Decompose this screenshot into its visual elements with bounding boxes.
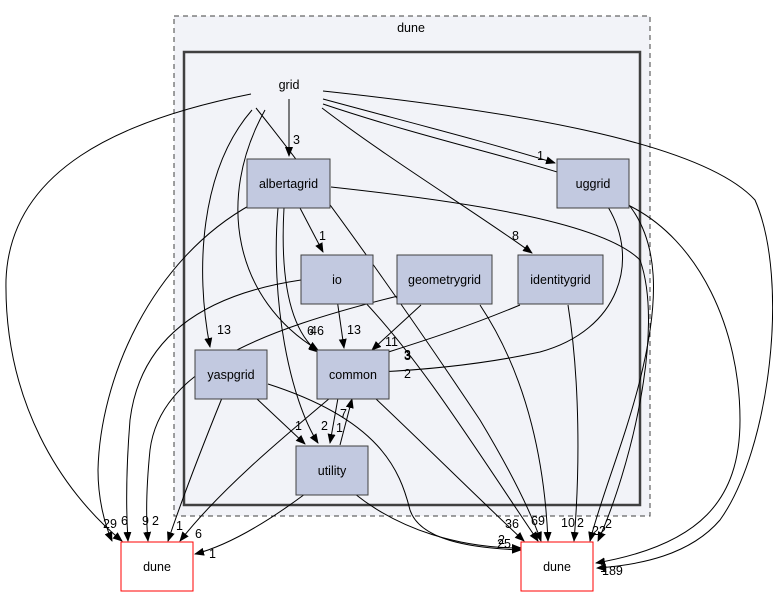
edge-label: 11	[385, 335, 398, 349]
edge-label: 8	[512, 229, 519, 243]
edge-label: 1	[600, 561, 607, 575]
edge-common-dune-left: 6	[179, 397, 331, 542]
edge-label: 3	[404, 348, 411, 362]
node-yaspgrid[interactable]: yaspgrid	[194, 349, 268, 400]
edges: 3 1 8 13 46 29 189 1	[5, 90, 773, 578]
node-common-box[interactable]	[316, 349, 390, 400]
edge-uggrid-common: 2	[377, 206, 623, 381]
edge-io-common: 13	[336, 298, 361, 349]
edge-yaspgrid-utility: 1	[255, 397, 306, 445]
edge-label: 189	[602, 564, 623, 578]
edge-label: 9	[142, 514, 149, 528]
edge-label: 46	[310, 324, 324, 338]
edge-io-dune-mid: 3	[361, 298, 539, 542]
node-utility[interactable]: utility	[295, 445, 369, 496]
edge-label: 2	[577, 516, 584, 530]
node-yaspgrid-box[interactable]	[194, 349, 268, 400]
node-dune-left[interactable]: dune	[120, 541, 194, 592]
edge-yaspgrid-dune-left: 1	[167, 397, 223, 542]
edge-label: 69	[531, 514, 545, 528]
node-uggrid[interactable]: uggrid	[556, 158, 630, 209]
edge-label: 1	[209, 547, 216, 561]
node-io-label[interactable]: io	[332, 273, 342, 287]
edge-utility-dune-left: 1	[194, 493, 306, 561]
edge-label: 1	[537, 149, 544, 163]
node-uggrid-box[interactable]	[556, 158, 630, 209]
edge-label: 1	[295, 419, 302, 433]
node-geometrygrid-label[interactable]: geometrygrid	[408, 273, 481, 287]
edge-label: 2	[404, 367, 411, 381]
cluster-dune-label[interactable]: dune	[397, 21, 425, 35]
edge-label: 22	[592, 524, 606, 538]
node-uggrid-label[interactable]: uggrid	[576, 177, 611, 191]
node-utility-box[interactable]	[295, 445, 369, 496]
node-identitygrid-box[interactable]	[517, 254, 604, 305]
node-identitygrid-label[interactable]: identitygrid	[530, 273, 590, 287]
edge-utility-dune-mid: 2	[354, 493, 522, 552]
edge-grid-identitygrid: 8	[321, 107, 533, 254]
edge-grid-yaspgrid: 13	[202, 109, 253, 348]
edge-label: 13	[347, 323, 361, 337]
edge-albertagrid-dune-right: 2	[330, 186, 649, 542]
edge-label: 13	[217, 323, 231, 337]
node-geometrygrid-box[interactable]	[396, 254, 493, 305]
edge-common-utility: 1	[327, 397, 343, 444]
edge-label: 2	[605, 517, 612, 531]
edge-label: 2	[152, 514, 159, 528]
edge-geometrygrid-common: 11	[371, 304, 422, 351]
edge-label: 2	[321, 419, 328, 433]
edge-label: 3	[293, 133, 300, 147]
node-geometrygrid[interactable]: geometrygrid	[396, 254, 493, 305]
node-albertagrid-box[interactable]	[246, 158, 331, 209]
node-dune-mid[interactable]: dune	[520, 541, 594, 592]
node-dune-mid-box[interactable]	[520, 541, 594, 592]
edge-label: 36	[505, 517, 519, 531]
edge-geometrygrid-dune-mid: 10	[479, 304, 575, 542]
edge-albertagrid-io: 1	[299, 207, 326, 253]
node-albertagrid-label[interactable]: albertagrid	[259, 177, 318, 191]
node-io[interactable]: io	[300, 254, 374, 305]
node-dune-left-label[interactable]: dune	[143, 560, 171, 574]
edge-label: 6	[121, 514, 128, 528]
edge-label: 1	[176, 519, 183, 533]
node-common[interactable]: common	[316, 349, 390, 400]
nodes: albertagrid uggrid io geometrygrid ident…	[120, 158, 630, 592]
edge-label: 3	[404, 349, 411, 363]
edge-label: 10	[561, 516, 575, 530]
node-dune-mid-label[interactable]: dune	[543, 560, 571, 574]
edge-albertagrid-utility: 2	[275, 207, 328, 444]
edge-grid-dune-right-b: 22	[322, 103, 655, 542]
node-identitygrid[interactable]: identitygrid	[517, 254, 604, 305]
edge-albertagrid-common: 6	[282, 207, 319, 353]
edge-label: 1	[319, 229, 326, 243]
edge-identitygrid-dune-mid: 2	[567, 304, 584, 542]
edge-label: 29	[103, 517, 117, 531]
edge-label: 1	[336, 421, 343, 435]
cluster-grid-label[interactable]: grid	[279, 78, 300, 92]
edge-label: 2	[498, 533, 505, 547]
edge-label: 6	[307, 324, 314, 338]
node-albertagrid[interactable]: albertagrid	[246, 158, 331, 209]
edge-grid-dune-right: 189	[322, 90, 773, 578]
node-dune-left-box[interactable]	[120, 541, 194, 592]
edge-utility-common: 7	[339, 398, 354, 446]
edge-label: 7	[340, 407, 347, 421]
edge-grid-uggrid: 1	[322, 98, 556, 165]
node-common-label[interactable]: common	[329, 368, 377, 382]
edge-geometrygrid-dune-left: 2	[143, 295, 399, 542]
node-yaspgrid-label[interactable]: yaspgrid	[207, 368, 254, 382]
edge-common-dune-mid: 36	[374, 397, 525, 542]
node-utility-label[interactable]: utility	[318, 464, 347, 478]
node-io-box[interactable]	[300, 254, 374, 305]
edge-grid-albertagrid: 3	[285, 99, 300, 157]
edge-label: 6	[195, 527, 202, 541]
edge-io-dune-left: 9	[123, 279, 302, 542]
edge-uggrid-dune-right: 1	[595, 204, 741, 575]
edge-albertagrid-dune-left: 6	[97, 203, 253, 542]
